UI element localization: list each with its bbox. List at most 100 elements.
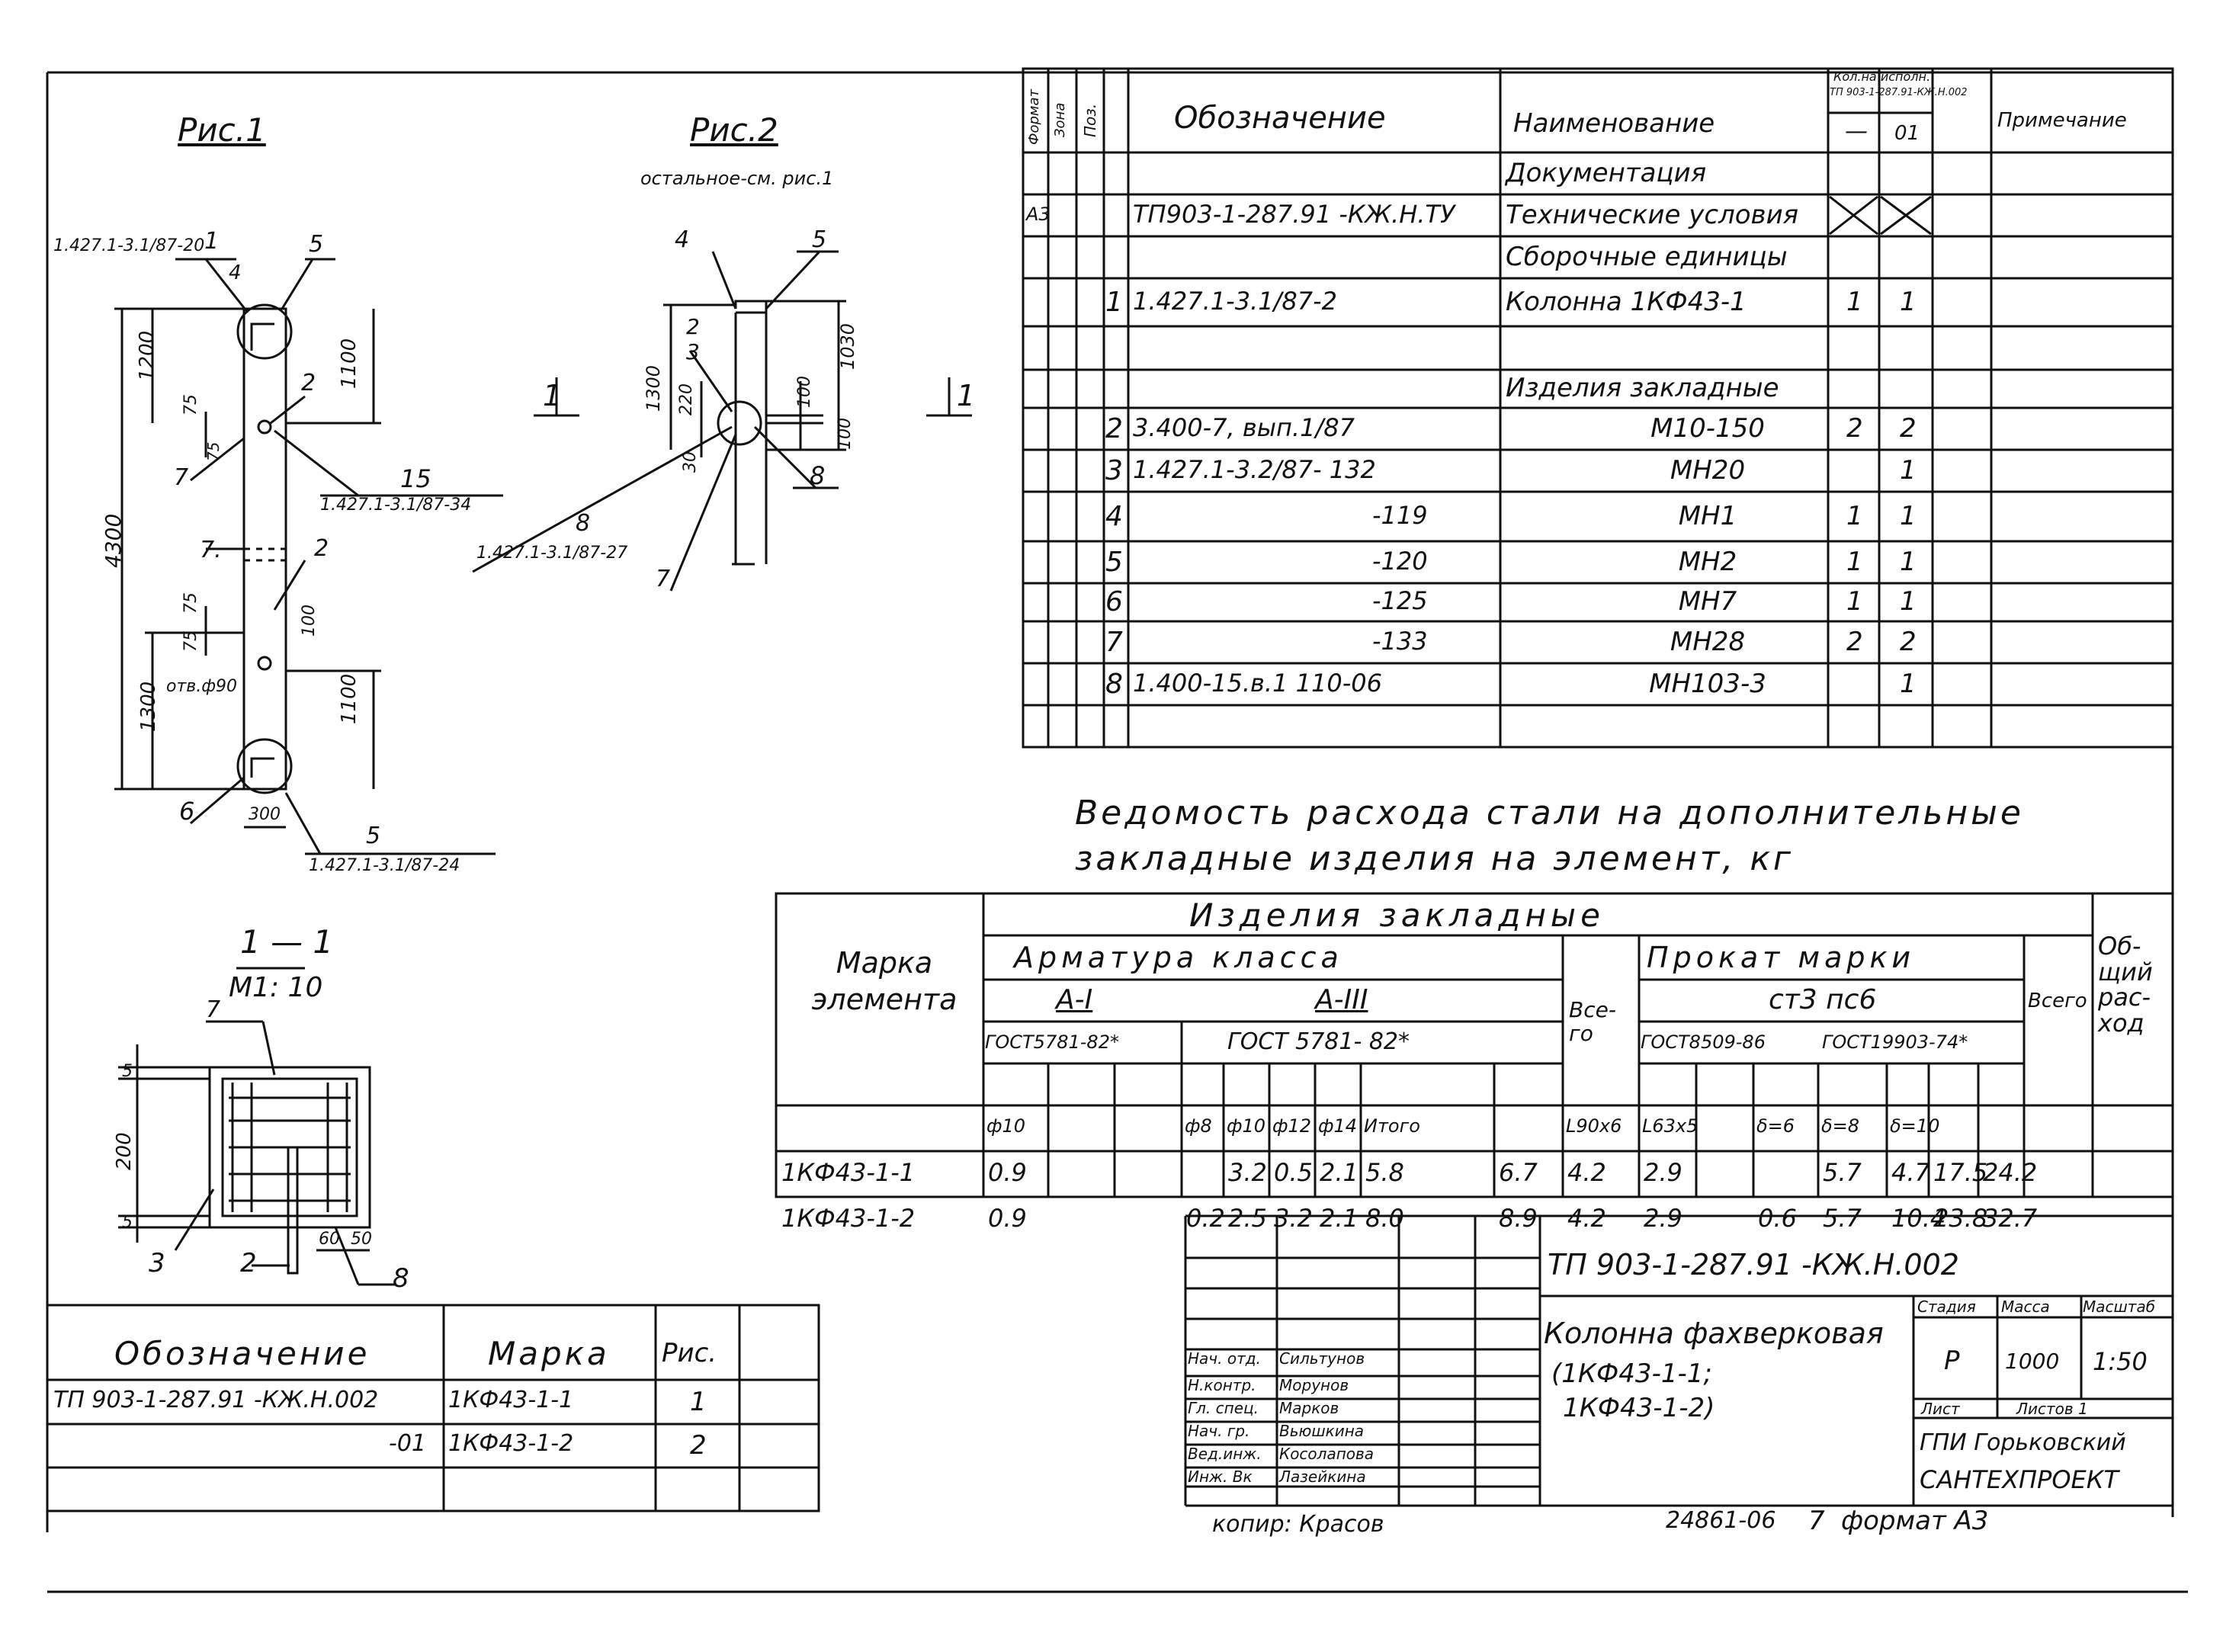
fig1-hole: отв.ф90 — [166, 677, 238, 696]
fig1-dim-75a: 75 — [181, 394, 200, 415]
signer-name: Марков — [1279, 1399, 1339, 1417]
fig1-dim-75b: 75 — [204, 441, 223, 461]
spec-row-designation: ТП903-1-287.91 -КЖ.Н.ТУ — [1133, 199, 1455, 229]
signer-name: Сильтунов — [1279, 1349, 1365, 1368]
steel-row-mark: 1КФ43-1-2 — [781, 1204, 916, 1233]
fig2-callout-7: 7 — [656, 566, 671, 592]
steel-header-rebar: Арматура класса — [1014, 941, 1343, 974]
steel-header-a1: А-I — [1056, 984, 1093, 1015]
steel-row-value: 32.7 — [1983, 1204, 2038, 1233]
title-block-sheet-h: Лист — [1921, 1400, 1960, 1418]
spec-header-name: Наименование — [1513, 108, 1715, 139]
steel-title-line2: закладные изделия на элемент, кг — [1075, 839, 1795, 878]
spec-row-name: МН2 — [1678, 546, 1737, 577]
fig2-dim-220: 220 — [677, 383, 696, 415]
spec-row-designation: 1.400-15.в.1 110-06 — [1133, 668, 1382, 698]
spec-row-name: МН7 — [1678, 586, 1737, 617]
steel-header-gost1: ГОСТ5781-82* — [985, 1031, 1119, 1053]
signer-role: Вед.инж. — [1188, 1445, 1262, 1463]
fig1-dim-1100a: 1100 — [338, 338, 361, 389]
steel-header-gost4: ГОСТ19903-74* — [1822, 1031, 1968, 1053]
steel-header-gost3: ГОСТ8509-86 — [1641, 1031, 1766, 1053]
steel-header-total1: Все-го — [1569, 997, 1616, 1046]
section-callout-7: 7 — [206, 996, 221, 1023]
steel-row-value: 10.4 — [1891, 1204, 1946, 1233]
fig2-callout-3: 3 — [686, 339, 700, 364]
spec-header-format: Формат — [1026, 88, 1042, 145]
spec-row-qty-b: 1 — [1900, 500, 1917, 531]
fig1-callout-1: 1 — [204, 228, 220, 255]
title-block-scale: 1:50 — [2093, 1347, 2148, 1376]
fig1-callout-5b-ref: 1.427.1-3.1/87-24 — [309, 856, 460, 875]
variants-row-fig: 2 — [690, 1430, 707, 1461]
fig1-title: Рис.1 — [178, 111, 266, 149]
steel-row-value: 0.5 — [1274, 1158, 1313, 1187]
steel-header-mark: Марка элемента — [811, 946, 958, 1016]
spec-row-name: Изделия закладные — [1506, 373, 1779, 403]
spec-header-qty-a: — — [1845, 118, 1868, 145]
spec-header-pos: Поз. — [1081, 103, 1099, 137]
steel-row-value: 5.8 — [1365, 1158, 1404, 1187]
variants-header-designation: Обозначение — [114, 1335, 370, 1372]
title-block-name-1: Колонна фахверковая — [1544, 1317, 1884, 1350]
steel-row-value: 5.7 — [1823, 1158, 1862, 1187]
title-block-code: ТП 903-1-287.91 -КЖ.Н.002 — [1548, 1248, 1959, 1282]
section-title: 1 — 1 — [240, 923, 334, 961]
spec-row-name: МН28 — [1670, 626, 1746, 657]
steel-subheader: ф12 — [1272, 1115, 1312, 1137]
steel-header-total2: Всего — [2028, 990, 2087, 1012]
signer-name: Вьюшкина — [1279, 1422, 1365, 1440]
footer-format: формат А3 — [1841, 1506, 1989, 1536]
variants-row-designation: ТП 903-1-287.91 -КЖ.Н.002 — [53, 1387, 379, 1413]
steel-header-embedded: Изделия закладные — [1189, 897, 1605, 934]
spec-row-pos: 7 — [1105, 626, 1123, 658]
steel-row-value: 0.9 — [988, 1204, 1027, 1233]
spec-row-qty-b: 1 — [1900, 286, 1917, 317]
fig1-dim-300: 300 — [249, 805, 281, 824]
fig1-callout-2a: 2 — [301, 370, 316, 396]
title-block-scale-h: Масштаб — [2083, 1298, 2156, 1316]
spec-row-designation: -125 — [1372, 586, 1428, 615]
steel-subheader: ф10 — [986, 1115, 1026, 1137]
fig2-dim-30: 30 — [681, 451, 700, 473]
steel-row-mark: 1КФ43-1-1 — [781, 1158, 916, 1187]
steel-row-value: 3.2 — [1228, 1158, 1267, 1187]
fig1-dim-4300: 4300 — [101, 513, 126, 568]
spec-row-format: А3 — [1026, 203, 1051, 225]
spec-row-pos: 5 — [1105, 546, 1123, 578]
spec-row-pos: 1 — [1105, 286, 1123, 318]
fig2-dim-1300: 1300 — [643, 364, 664, 412]
spec-row-pos: 8 — [1105, 668, 1123, 700]
footer-copied: копир: Красов — [1212, 1511, 1384, 1538]
steel-row-value: 23.8 — [1933, 1204, 1988, 1233]
spec-row-qty-b: 1 — [1900, 668, 1917, 699]
section-mark-left: 1 — [543, 379, 562, 412]
fig1-dim-1300: 1300 — [137, 681, 160, 732]
spec-row-designation: -120 — [1372, 546, 1428, 576]
spec-row-qty-a: 2 — [1846, 412, 1863, 444]
fig1-dim-100: 100 — [300, 605, 319, 637]
title-block-sheets-h: Листов 1 — [2016, 1400, 2088, 1418]
signer-name: Лазейкина — [1279, 1468, 1366, 1486]
spec-row-pos: 2 — [1105, 412, 1123, 444]
spec-row-qty-b: 1 — [1900, 454, 1917, 486]
spec-row-name: Сборочные единицы — [1506, 241, 1788, 272]
section-dim-5a: 5 — [122, 1062, 133, 1081]
spec-row-name: МН20 — [1670, 454, 1746, 486]
spec-header-zone: Зона — [1052, 102, 1068, 137]
variants-row-fig: 1 — [690, 1387, 707, 1417]
steel-subheader: δ=10 — [1890, 1115, 1940, 1137]
variants-row-mark: 1КФ43-1-1 — [448, 1387, 574, 1413]
spec-header-note: Примечание — [1997, 109, 2127, 132]
steel-subheader: L90х6 — [1566, 1115, 1622, 1137]
steel-subheader: ф10 — [1227, 1115, 1266, 1137]
spec-row-name: МН1 — [1678, 500, 1737, 531]
steel-header-steel-grade: ст3 пс6 — [1769, 984, 1877, 1015]
variants-header-fig: Рис. — [662, 1338, 717, 1368]
fig2-dim-1030: 1030 — [837, 322, 858, 370]
section-callout-8: 8 — [393, 1263, 409, 1294]
steel-row-value: 2.1 — [1320, 1158, 1358, 1187]
fig1-callout-4: 4 — [229, 261, 242, 284]
spec-row-qty-a: 1 — [1846, 546, 1863, 577]
